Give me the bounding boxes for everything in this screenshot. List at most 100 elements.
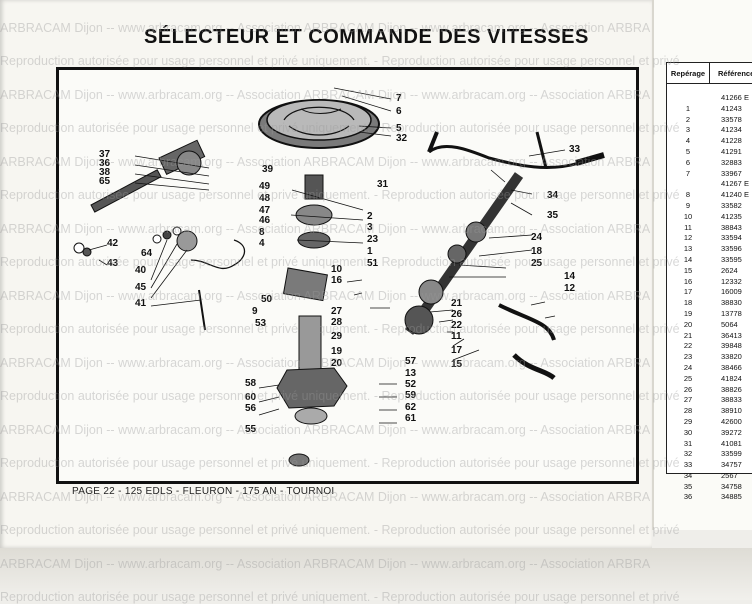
reference-cell: 41081 bbox=[721, 438, 742, 448]
label-23: 23 bbox=[367, 234, 379, 245]
repere-cell: 28 bbox=[683, 406, 693, 416]
repere-cell: 21 bbox=[683, 330, 693, 340]
repere-cell: 9 bbox=[685, 200, 691, 210]
reference-cell: 16009 bbox=[721, 287, 742, 297]
central-gear-assembly bbox=[276, 174, 348, 467]
parts-table: Repérage Référence E 41266 E141243233578… bbox=[666, 62, 752, 501]
reference-cell: 5064 bbox=[721, 319, 738, 329]
repere-cell: 33 bbox=[683, 460, 693, 470]
label-52: 52 bbox=[405, 379, 417, 390]
repere-cell: 18 bbox=[683, 298, 693, 308]
reference-cell: 38910 bbox=[721, 406, 742, 416]
reference-cell: 2567 bbox=[721, 470, 738, 480]
label-27: 27 bbox=[331, 306, 343, 317]
label-38: 38 bbox=[99, 167, 111, 178]
label-31: 31 bbox=[377, 179, 389, 190]
repere-cell: 31 bbox=[683, 438, 693, 448]
repere-cell: 5 bbox=[685, 146, 691, 156]
repere-cell: 15 bbox=[683, 265, 693, 275]
header-repere: Repérage bbox=[667, 63, 710, 83]
repere-cell: 10 bbox=[683, 211, 693, 221]
repere-cell: 34 bbox=[683, 470, 693, 480]
label-4: 4 bbox=[259, 238, 265, 249]
repere-cell: 32 bbox=[683, 449, 693, 459]
label-51: 51 bbox=[367, 258, 379, 269]
label-47: 47 bbox=[259, 205, 271, 216]
label-19: 19 bbox=[331, 346, 343, 357]
table-row: 2 33578 bbox=[667, 115, 752, 126]
label-46: 46 bbox=[259, 215, 271, 226]
selector-plate bbox=[258, 99, 380, 149]
label-48: 48 bbox=[259, 193, 271, 204]
label-18: 18 bbox=[531, 246, 543, 257]
reference-cell: 41291 bbox=[721, 146, 742, 156]
reference-cell: 41228 bbox=[721, 136, 742, 146]
reference-cell: 36413 bbox=[721, 330, 742, 340]
label-28: 28 bbox=[331, 317, 343, 328]
label-37: 37 bbox=[99, 149, 111, 160]
part-number-labels: 37 36 38 65 42 43 64 40 45 41 39 49 48 4… bbox=[99, 93, 581, 435]
reference-cell: 38466 bbox=[721, 362, 742, 372]
repere-cell: 8 bbox=[685, 190, 691, 200]
table-row: 11 38843 bbox=[667, 223, 752, 234]
repere-cell: 36 bbox=[683, 492, 693, 502]
label-41: 41 bbox=[135, 298, 147, 309]
reference-cell: 33595 bbox=[721, 254, 742, 264]
label-7: 7 bbox=[396, 93, 402, 104]
repere-cell: 7 bbox=[685, 168, 691, 178]
right-page: Repérage Référence E 41266 E141243233578… bbox=[652, 0, 752, 530]
label-61: 61 bbox=[405, 413, 417, 424]
label-45: 45 bbox=[135, 282, 147, 293]
label-3: 3 bbox=[367, 222, 373, 233]
repere-cell: 2 bbox=[685, 114, 691, 124]
reference-cell: 38843 bbox=[721, 222, 742, 232]
reference-cell: 41266 E bbox=[721, 93, 749, 102]
page-gutter-shadow bbox=[0, 548, 752, 600]
right-shaft-and-lever bbox=[404, 131, 605, 381]
label-26: 26 bbox=[451, 309, 463, 320]
label-62: 62 bbox=[405, 402, 417, 413]
table-row: 28 38910 bbox=[667, 406, 752, 417]
reference-cell: 34758 bbox=[721, 481, 742, 491]
reference-cell: 34885 bbox=[721, 492, 742, 502]
reference-cell: 12332 bbox=[721, 276, 742, 286]
reference-cell: 33578 bbox=[721, 114, 742, 124]
diagram-svg: 37 36 38 65 42 43 64 40 45 41 39 49 48 4… bbox=[73, 87, 605, 467]
reference-cell: 41267 E bbox=[721, 179, 749, 189]
reference-cell: 39848 bbox=[721, 341, 742, 351]
repere-cell: 13 bbox=[683, 244, 693, 254]
reference-cell: 33596 bbox=[721, 244, 742, 254]
label-8: 8 bbox=[259, 227, 265, 238]
label-5: 5 bbox=[396, 123, 402, 134]
reference-cell: 39272 bbox=[721, 427, 742, 437]
label-33: 33 bbox=[569, 144, 581, 155]
reference-cell: 38833 bbox=[721, 395, 742, 405]
label-20: 20 bbox=[331, 358, 343, 369]
repere-cell: 19 bbox=[683, 308, 693, 318]
reference-cell: 41234 bbox=[721, 125, 742, 135]
leader-lines bbox=[88, 87, 566, 424]
label-22: 22 bbox=[451, 320, 463, 331]
label-14: 14 bbox=[564, 271, 576, 282]
label-58: 58 bbox=[245, 378, 257, 389]
label-11: 11 bbox=[451, 331, 462, 342]
reference-cell: 41243 bbox=[721, 103, 742, 113]
repere-cell: 11 bbox=[684, 222, 692, 232]
